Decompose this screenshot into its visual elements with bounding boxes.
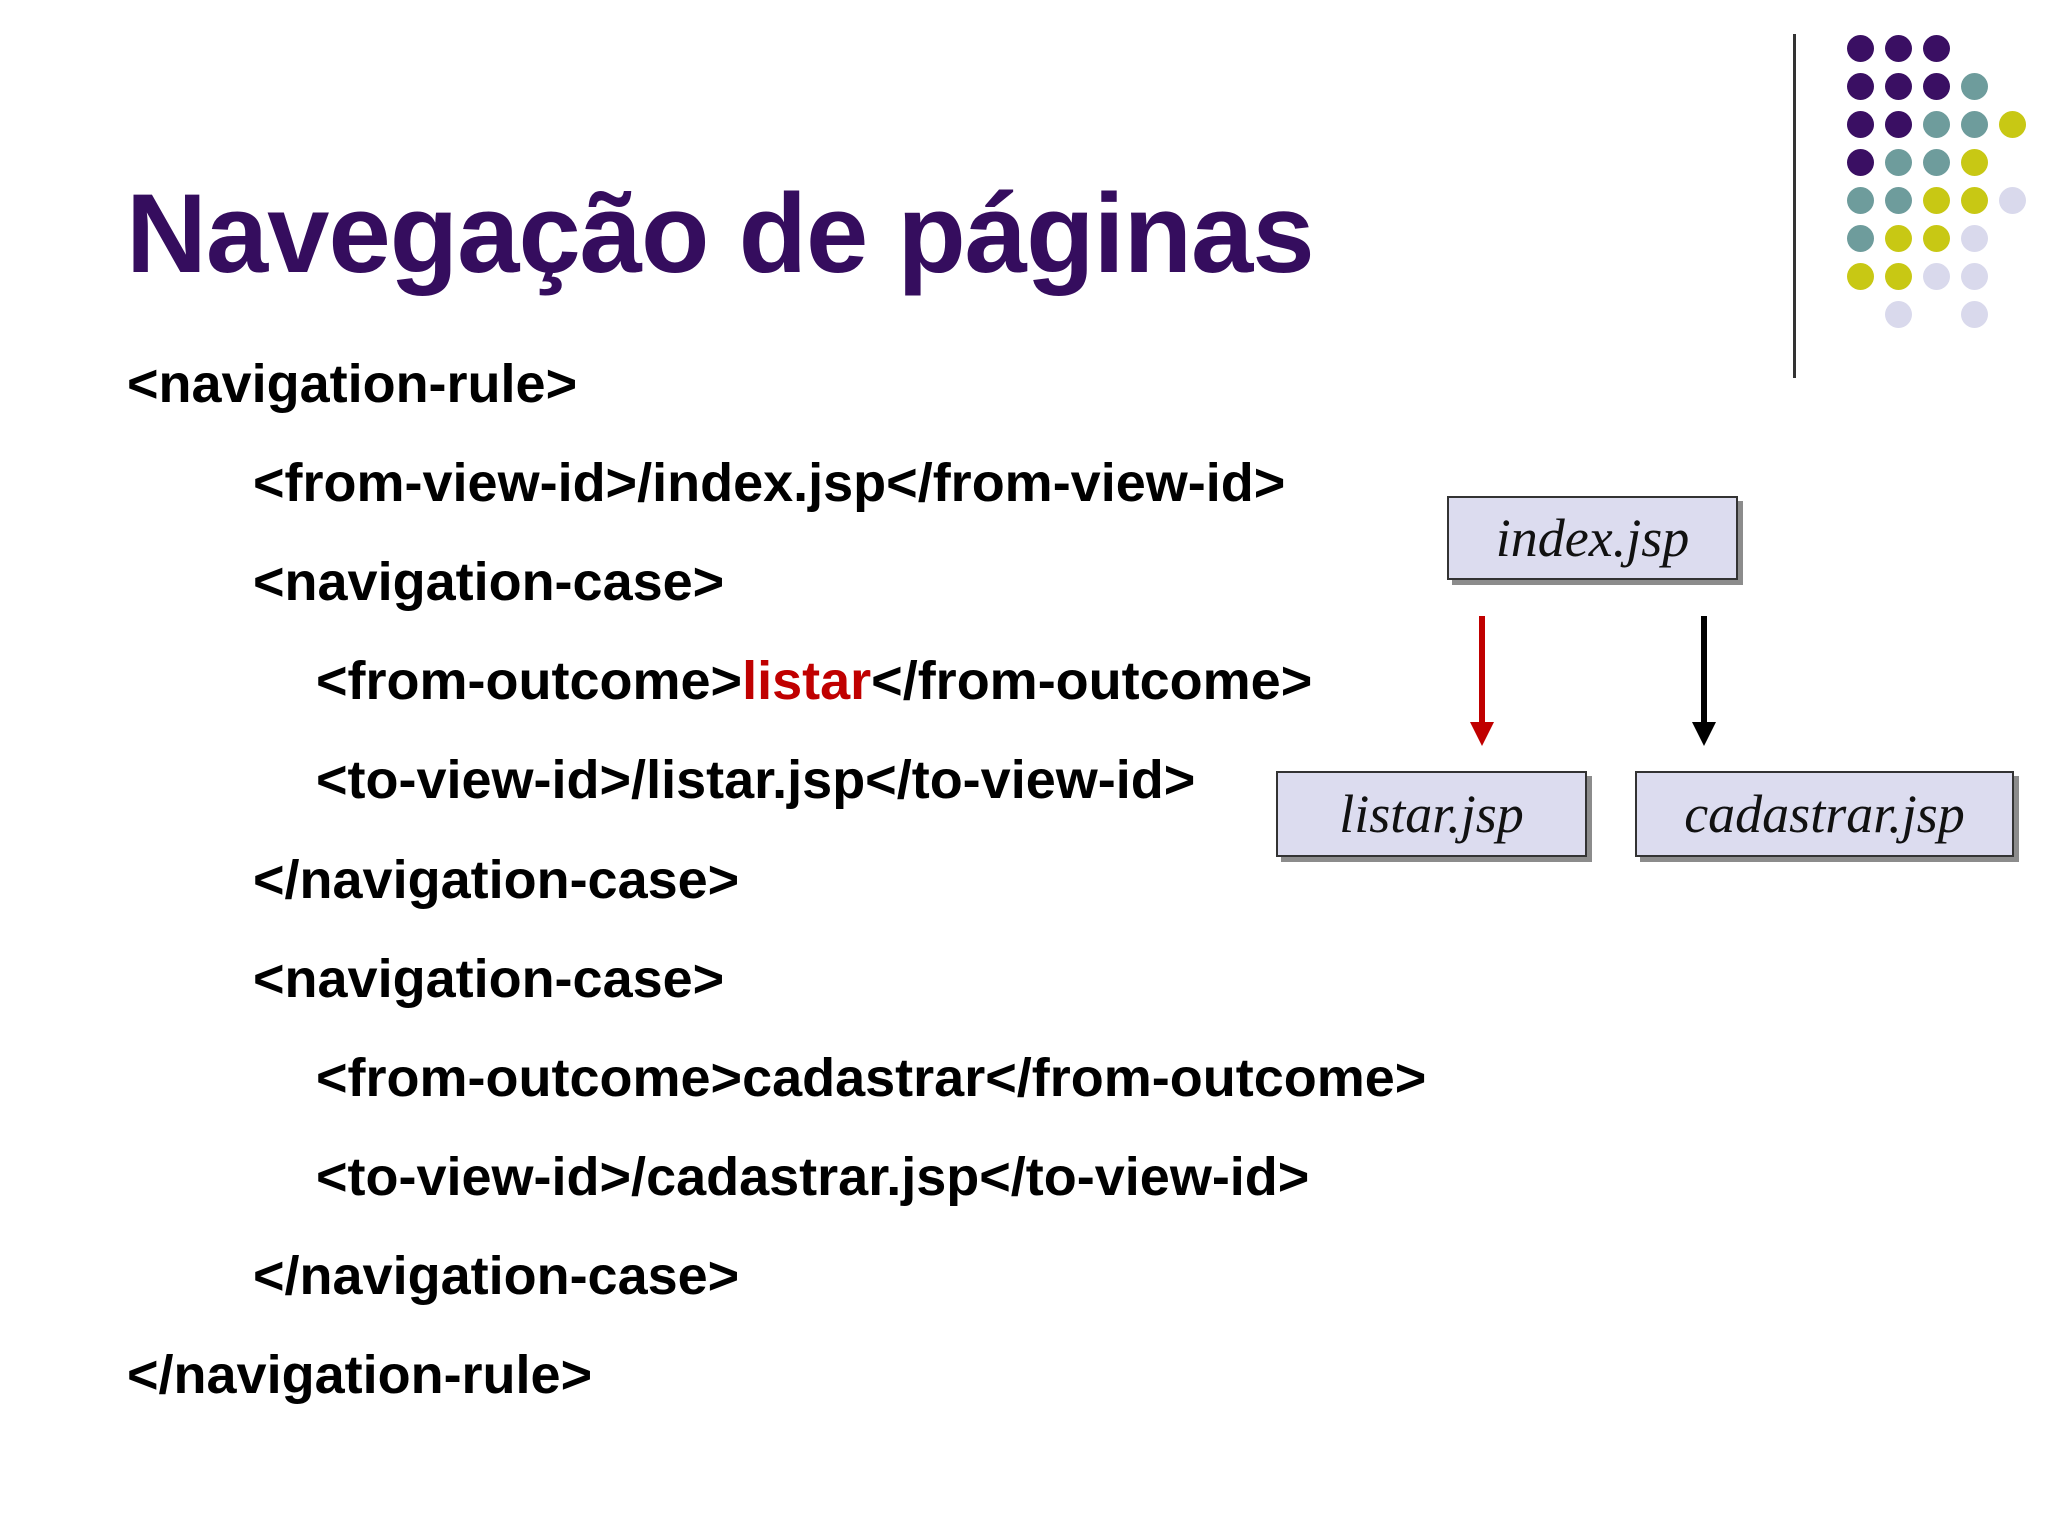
decorative-dot	[1847, 149, 1874, 176]
decorative-dot	[1961, 187, 1988, 214]
code-highlight-outcome: listar	[742, 651, 872, 711]
code-text: <from-outcome>cadastrar</from-outcome>	[316, 1048, 1427, 1108]
decorative-dot	[1885, 35, 1912, 62]
decorative-dot	[1885, 149, 1912, 176]
code-line: <navigation-case>	[253, 952, 724, 1006]
decorative-dot	[1847, 225, 1874, 252]
decorative-dot	[1923, 263, 1950, 290]
code-line: </navigation-case>	[253, 1249, 739, 1303]
arrow-to-cadastrar-head	[1692, 722, 1716, 746]
cadastrar-jsp-box: cadastrar.jsp	[1635, 771, 2014, 857]
decorative-dot	[1961, 225, 1988, 252]
code-line: </navigation-rule>	[127, 1348, 592, 1402]
code-text: <navigation-case>	[253, 949, 725, 1009]
slide-title: Navegação de páginas	[126, 171, 1315, 296]
decorative-dot	[1847, 73, 1874, 100]
code-text: <to-view-id>/cadastrar.jsp</to-view-id>	[316, 1147, 1310, 1207]
decorative-dot	[1923, 35, 1950, 62]
code-text-post: </from-outcome>	[871, 651, 1313, 711]
decorative-dot	[1923, 225, 1950, 252]
listar-jsp-box: listar.jsp	[1276, 771, 1587, 857]
decorative-dot	[1885, 263, 1912, 290]
code-line: <navigation-case>	[253, 555, 724, 609]
index-jsp-box: index.jsp	[1447, 496, 1738, 580]
code-text: <navigation-rule>	[127, 354, 578, 414]
decorative-dot	[1923, 187, 1950, 214]
code-text: <from-view-id>/index.jsp</from-view-id>	[253, 453, 1286, 513]
decorative-dot	[1961, 263, 1988, 290]
code-line: <from-view-id>/index.jsp</from-view-id>	[253, 456, 1285, 510]
code-text: <navigation-case>	[253, 552, 725, 612]
code-line: <from-outcome>cadastrar</from-outcome>	[316, 1051, 1426, 1105]
decorative-dot	[1999, 187, 2026, 214]
decorative-dot	[1847, 35, 1874, 62]
decorative-dot	[1961, 149, 1988, 176]
decorative-dot	[1961, 301, 1988, 328]
decorative-dot	[1885, 225, 1912, 252]
decorative-dot	[1961, 73, 1988, 100]
decorative-dot	[1885, 73, 1912, 100]
decorative-dot	[1961, 111, 1988, 138]
decorative-dot	[1847, 263, 1874, 290]
code-text: </navigation-case>	[253, 850, 740, 910]
decorative-dot	[1885, 111, 1912, 138]
decorative-dot	[1999, 111, 2026, 138]
vertical-divider	[1793, 34, 1796, 378]
code-text: <to-view-id>/listar.jsp</to-view-id>	[316, 750, 1196, 810]
decorative-dot	[1923, 149, 1950, 176]
code-line: <from-outcome>listar</from-outcome>	[316, 654, 1312, 708]
code-text: </navigation-case>	[253, 1246, 740, 1306]
decorative-dot	[1885, 301, 1912, 328]
code-text: </navigation-rule>	[127, 1345, 593, 1405]
code-line: <to-view-id>/listar.jsp</to-view-id>	[316, 753, 1195, 807]
decorative-dot	[1923, 111, 1950, 138]
code-line: </navigation-case>	[253, 853, 739, 907]
decorative-dot	[1847, 111, 1874, 138]
decorative-dot	[1847, 187, 1874, 214]
decorative-dot	[1885, 187, 1912, 214]
code-text-pre: <from-outcome>	[316, 651, 743, 711]
code-line: <to-view-id>/cadastrar.jsp</to-view-id>	[316, 1150, 1309, 1204]
arrow-to-listar-head	[1470, 722, 1494, 746]
code-line: <navigation-rule>	[127, 357, 577, 411]
decorative-dot	[1923, 73, 1950, 100]
